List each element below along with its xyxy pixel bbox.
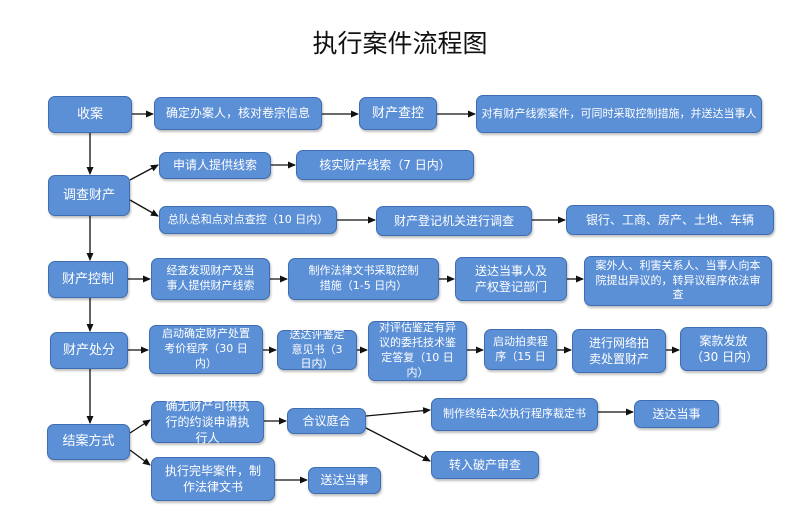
node-registry-investigate: 财产登记机关进行调查 xyxy=(376,206,532,236)
node-objection-appraisal: 对评估鉴定有异议的委托技术鉴定答复（10 日内） xyxy=(368,321,467,381)
node-serve-party-1: 送达当事 xyxy=(634,400,719,428)
node-control-measures: 对有财产线索案件，可同时采取控制措施，并送达当事人 xyxy=(476,95,762,133)
node-property-control: 财产控制 xyxy=(48,261,128,298)
node-total-check: 总队总和点对点查控（10 日内） xyxy=(159,206,337,234)
node-property-check: 财产查控 xyxy=(359,97,437,130)
node-investigate-property: 调查财产 xyxy=(48,175,130,216)
arrow-closing-to-complete xyxy=(129,449,151,466)
node-start-valuation: 启动确定财产处置考价程序（30 日内） xyxy=(149,325,263,374)
node-applicant-clues: 申请人提供线索 xyxy=(159,152,271,179)
page-title: 执行案件流程图 xyxy=(312,29,488,58)
node-serve-party-2: 送达当事 xyxy=(308,467,381,494)
node-payout: 案款发放（30 日内） xyxy=(680,327,767,371)
node-serve-appraisal: 送达评鉴定意见书（3 日内） xyxy=(277,328,357,370)
node-found-property: 经查发现财产及当事人提供财产线索 xyxy=(151,258,270,300)
node-serve-parties-dept: 送达当事人及产权登记部门 xyxy=(455,257,567,301)
node-execution-complete: 执行完毕案件，制作法律文书 xyxy=(151,457,275,501)
node-online-auction: 进行网络拍卖处置财产 xyxy=(572,329,666,373)
node-no-property: 确无财产可供执行的约谈申请执行人 xyxy=(151,399,264,445)
node-panel-discussion: 合议庭合 xyxy=(287,408,366,434)
node-verify-clues: 核实财产线索（7 日内） xyxy=(296,150,474,180)
arrow-investigate-to-total xyxy=(129,199,159,217)
node-shouan: 收案 xyxy=(48,96,132,133)
node-closing-method: 结案方式 xyxy=(47,424,130,460)
node-termination-ruling: 制作终结本次执行程序裁定书 xyxy=(431,398,598,431)
node-confirm-officer: 确定办案人，核对卷宗信息 xyxy=(154,97,322,130)
node-objection-review: 案外人、利害关系人、当事人向本院提出异议的，转异议程序依法审查 xyxy=(584,256,772,306)
node-start-auction: 启动拍卖程序（15 日 xyxy=(484,329,557,370)
arrow-panel-to-termination xyxy=(365,407,431,417)
node-property-disposal: 财产处分 xyxy=(50,332,128,369)
node-banks-etc: 银行、工商、房产、土地、车辆 xyxy=(566,205,774,235)
arrow-closing-to-noproperty xyxy=(129,419,151,434)
node-bankruptcy-review: 转入破产审查 xyxy=(431,451,539,479)
node-legal-docs-control: 制作法律文书采取控制措施（1-5 日内） xyxy=(288,258,439,300)
arrow-panel-to-bankruptcy xyxy=(365,427,431,462)
arrow-investigate-to-applicant xyxy=(129,164,159,181)
